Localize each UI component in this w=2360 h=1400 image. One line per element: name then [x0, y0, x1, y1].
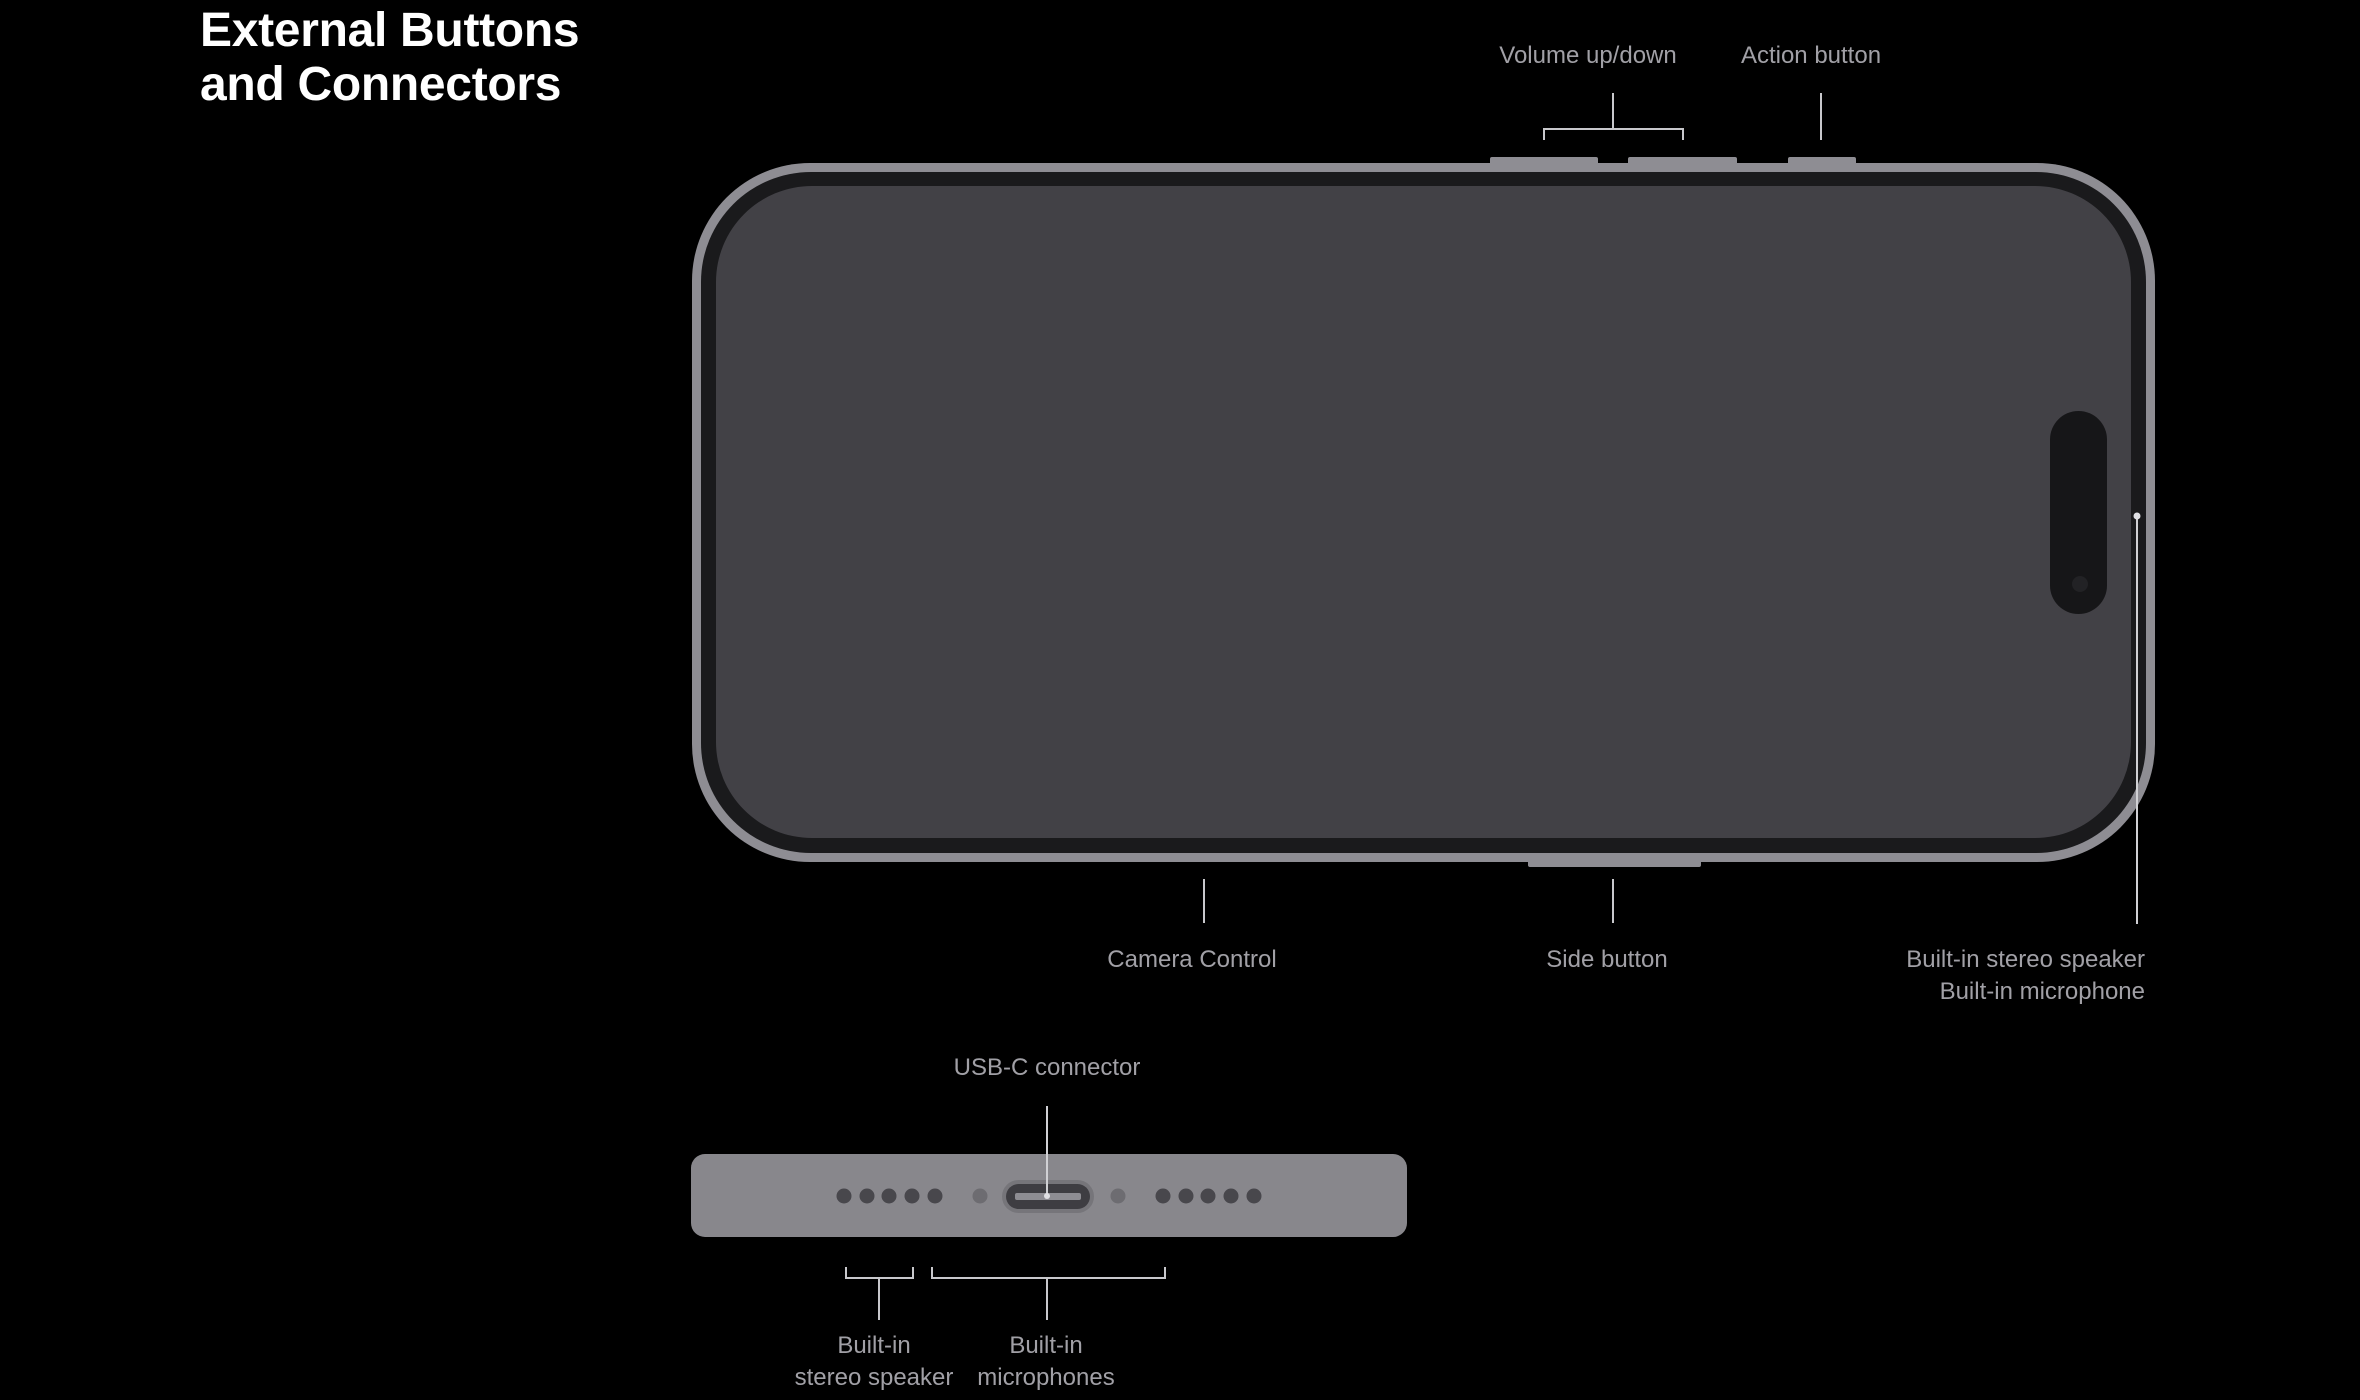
volume-label: Volume up/down [1499, 42, 1677, 69]
dynamic-island [2050, 411, 2107, 614]
bottom-microphones-label-line-1: Built-in [1009, 1332, 1083, 1359]
bottom-microphones-label: Built-in microphones [977, 1330, 1114, 1394]
camera-control-label: Camera Control [1107, 946, 1277, 973]
action-button-label: Action button [1740, 42, 1882, 69]
bottom-microphones-label-line-2: microphones [977, 1364, 1115, 1391]
speaker-label-line-1: Built-in stereo speaker [1906, 946, 2145, 973]
phone-screen [716, 186, 2131, 838]
bottom-speaker-bracket [845, 1267, 914, 1320]
bottom-microphones-bracket [931, 1267, 1166, 1320]
front-camera-icon [2072, 576, 2088, 592]
speaker-grille-right [1155, 1188, 1262, 1204]
microphone-hole-right [1110, 1188, 1126, 1204]
usbc-label: USB-C connector [953, 1054, 1141, 1081]
bottom-speaker-label-line-1: Built-in [837, 1332, 911, 1359]
bottom-speaker-label: Built-in stereo speaker [795, 1330, 954, 1394]
bottom-speaker-label-line-2: stereo speaker [794, 1364, 954, 1391]
volume-bracket [1543, 93, 1684, 140]
speaker-grille-left [836, 1188, 943, 1204]
microphone-hole-left [972, 1188, 988, 1204]
title-line-1: External Buttons [200, 4, 580, 57]
side-button-label: Side button [1546, 946, 1668, 973]
speaker-callout-dot [2133, 512, 2141, 520]
page-title: External Buttons and Connectors [200, 4, 580, 112]
speaker-label-line-2: Built-in microphone [1939, 978, 2145, 1005]
speaker-microphone-label: Built-in stereo speaker Built-in microph… [1906, 944, 2145, 1008]
title-line-2: and Connectors [200, 58, 562, 111]
usbc-callout-dot [1044, 1193, 1050, 1199]
